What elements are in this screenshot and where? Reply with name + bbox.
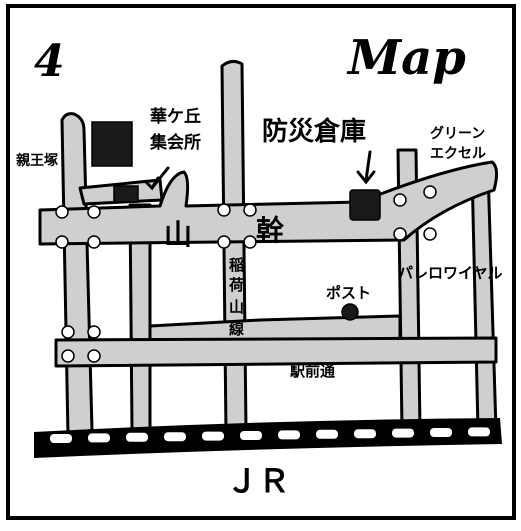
road-ekimae-dori	[54, 336, 498, 368]
label-yamakan-2: 幹	[256, 214, 285, 247]
label-green-excel-line2: エクセル	[430, 146, 486, 162]
label-palace-royal: パレロワイヤル	[398, 264, 503, 282]
rail-dash	[392, 428, 414, 438]
rail-dash	[126, 432, 148, 442]
intersection-node	[61, 349, 75, 363]
hanagaoka-arrowhead-icon	[144, 176, 160, 191]
intersection-node	[61, 325, 75, 339]
rail-dash	[468, 427, 490, 437]
intersection-node	[217, 203, 231, 217]
intersection-node	[55, 205, 69, 219]
post-marker-icon	[341, 303, 359, 321]
rail-band	[34, 418, 502, 458]
intersection-node	[87, 235, 101, 249]
rail-dash	[202, 431, 224, 441]
rail-dash	[354, 429, 376, 439]
label-hanagaoka-line2: 集会所	[149, 132, 201, 153]
label-post: ポスト	[326, 284, 371, 302]
intersection-node	[87, 205, 101, 219]
road-yamakan	[38, 160, 499, 246]
map-title: Map	[346, 30, 466, 86]
hanagaoka-building	[113, 185, 139, 203]
page-number: 4	[34, 36, 65, 87]
label-bosai-souko: 防災倉庫	[262, 116, 366, 147]
label-inari-1: 稲	[229, 256, 244, 274]
label-inari-2: 荷	[229, 276, 244, 294]
intersection-node	[55, 235, 69, 249]
label-green-excel-line1: グリーン	[430, 125, 485, 142]
intersection-node	[393, 193, 407, 207]
intersection-nodes	[55, 185, 437, 363]
rail-dashes	[50, 427, 490, 443]
rail-dash	[430, 428, 452, 437]
rail-dash	[50, 434, 72, 443]
souko-arrow-icon	[364, 150, 372, 182]
label-inari-4: 線	[229, 320, 244, 338]
label-shinnozuka: 親王塚	[16, 152, 58, 169]
bosai-souko-building	[349, 189, 381, 221]
intersection-node	[423, 227, 437, 241]
jr-railway	[34, 418, 502, 458]
souko-arrowhead-icon	[356, 170, 376, 185]
rail-dash	[278, 430, 300, 440]
intersection-node	[243, 235, 257, 249]
intersection-node	[393, 227, 407, 241]
shinnozuka-building	[91, 121, 133, 167]
label-ekimae-dori: 駅前通	[289, 362, 335, 380]
intersection-node	[87, 349, 101, 363]
intersection-node	[243, 203, 257, 217]
label-inari-3: 山	[229, 298, 244, 316]
rail-dash	[164, 432, 186, 442]
intersection-node	[423, 185, 437, 199]
label-hanagaoka-line1: 華ケ丘	[150, 107, 201, 127]
label-jr: ＪＲ	[226, 462, 290, 500]
rail-dash	[88, 433, 110, 443]
rail-dash	[316, 429, 338, 439]
intersection-node	[217, 235, 231, 249]
rail-dash	[240, 431, 262, 440]
intersection-node	[87, 325, 101, 339]
label-yamakan-1: 山	[164, 218, 192, 251]
